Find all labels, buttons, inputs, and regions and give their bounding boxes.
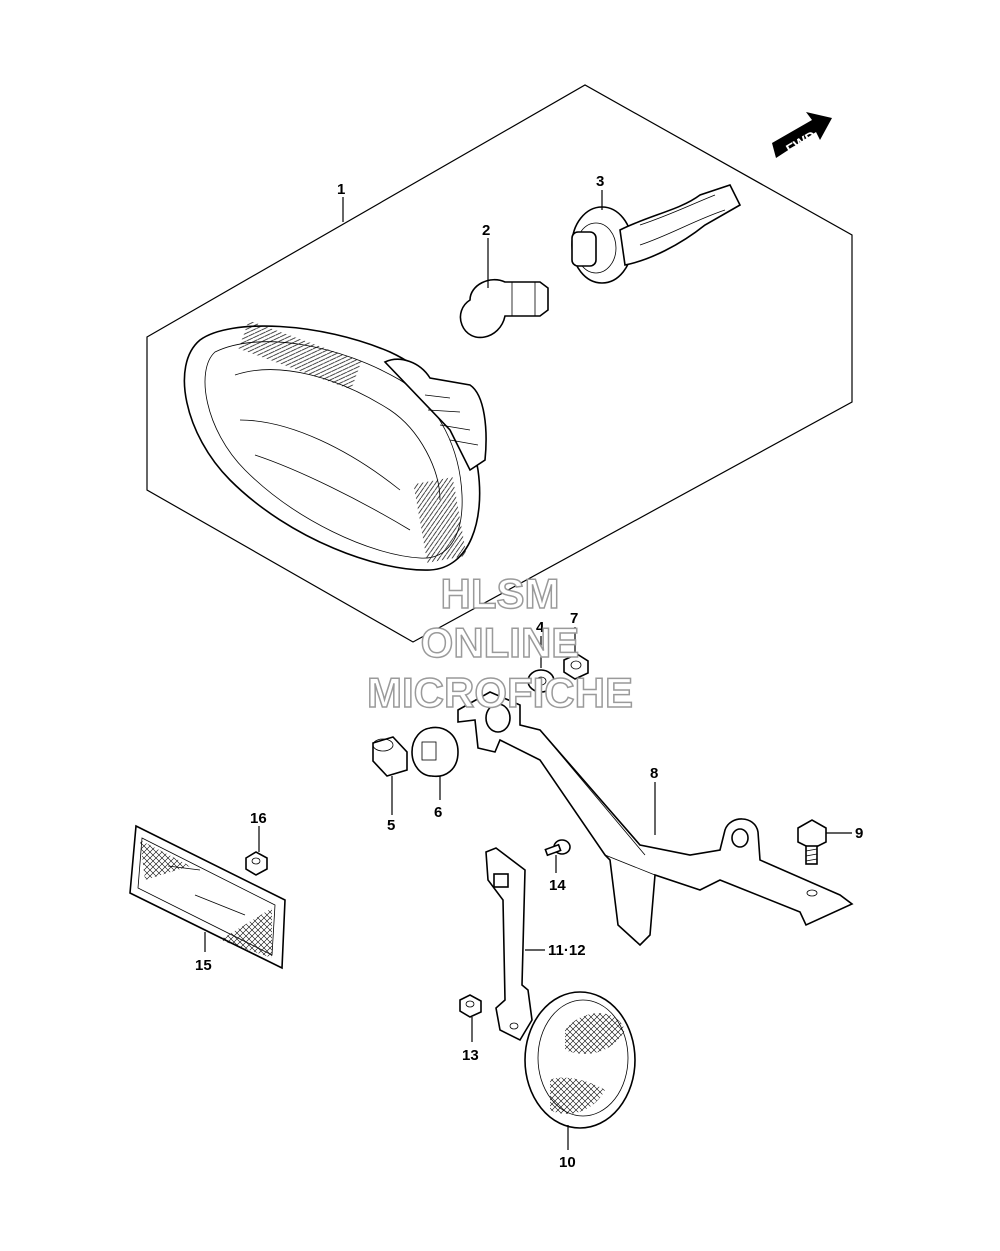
screw — [544, 839, 571, 857]
bulb-socket — [571, 184, 742, 284]
callout-15: 15 — [195, 957, 212, 974]
flange-bolt — [797, 819, 827, 865]
callout-9: 9 — [855, 825, 863, 842]
nut-13 — [459, 994, 482, 1018]
callout-8: 8 — [650, 765, 658, 782]
callout-13: 13 — [462, 1047, 479, 1064]
callout-10: 10 — [559, 1154, 576, 1171]
lamp-bracket — [457, 691, 854, 947]
assembly-box-outline — [146, 84, 853, 643]
side-reflector — [129, 824, 286, 970]
callout-5: 5 — [387, 817, 395, 834]
reflector-bracket — [485, 847, 533, 1042]
fwd-direction-icon: FWD — [772, 112, 832, 158]
callout-14: 14 — [549, 877, 566, 894]
callout-7: 7 — [570, 610, 578, 627]
callout-3: 3 — [596, 173, 604, 190]
callout-6: 6 — [434, 804, 442, 821]
nut-7 — [563, 653, 589, 680]
collar — [372, 736, 408, 777]
watermark-line-2: ONLINE — [420, 619, 580, 666]
watermark-line-1: HLSM — [440, 570, 561, 617]
tail-lamp-housing — [183, 320, 487, 571]
watermark-line-3: MICROFICHE — [366, 669, 634, 716]
callout-4: 4 — [536, 619, 545, 636]
callout-16: 16 — [250, 810, 267, 827]
washer — [527, 669, 555, 693]
callout-11-12: 11·12 — [548, 942, 586, 959]
bulb — [459, 278, 549, 339]
callout-2: 2 — [482, 222, 490, 239]
callout-1: 1 — [337, 181, 345, 198]
nut-16 — [245, 851, 268, 876]
grommet — [411, 726, 459, 778]
round-reflector — [524, 991, 636, 1129]
